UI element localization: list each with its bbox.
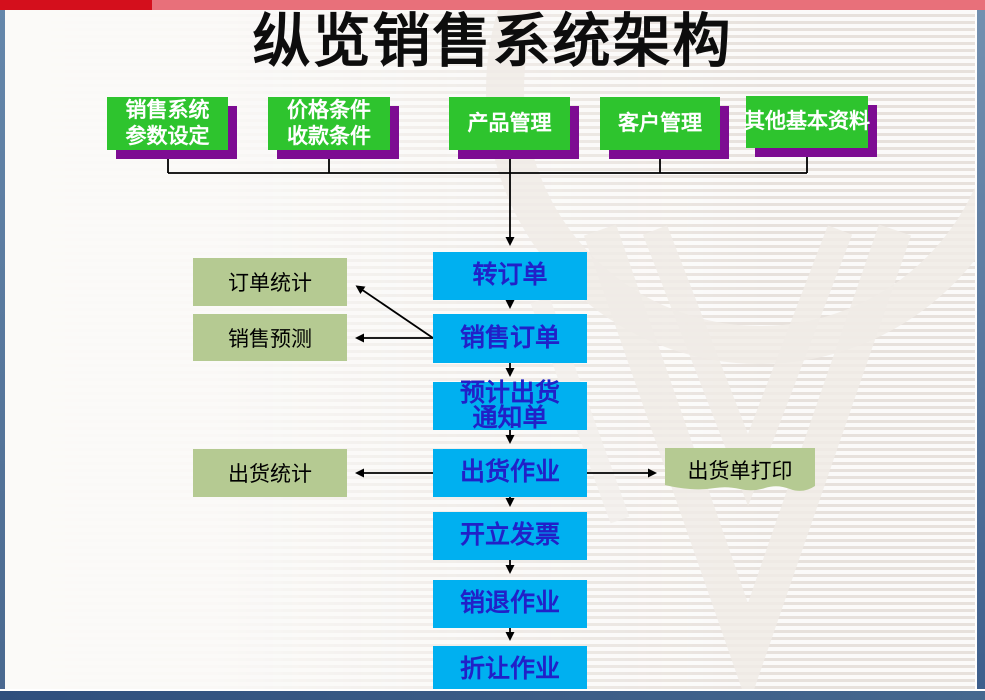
flow-node-transfer-order: 转订单 xyxy=(433,252,587,300)
side-node-shipment-statistics: 出货统计 xyxy=(193,449,347,497)
flow-node-expected-shipment-notice: 预计出货 通知单 xyxy=(433,380,587,431)
slide-border-right xyxy=(975,10,985,700)
side-node-sales-forecast: 销售预测 xyxy=(193,314,347,361)
doc-node-label: 出货单打印 xyxy=(687,460,793,483)
flow-node-invoice-issue: 开立发票 xyxy=(433,512,587,560)
top-node-sales-system-params: 销售系统 参数设定 xyxy=(107,97,228,150)
slide-title: 纵览销售系统架构 xyxy=(252,9,733,74)
top-node-other-basic-data: 其他基本资料 xyxy=(744,96,870,148)
side-node-order-statistics: 订单统计 xyxy=(193,258,347,306)
flow-node-shipment-operation: 出货作业 xyxy=(433,449,587,497)
slide-border-bottom xyxy=(0,689,985,700)
top-accent-bar-red xyxy=(0,0,152,10)
doc-node-shipment-print: 出货单打印 xyxy=(665,448,815,498)
flow-node-sales-return: 销退作业 xyxy=(433,580,587,628)
top-accent-bar-pink xyxy=(152,0,985,10)
flow-node-sales-order: 销售订单 xyxy=(433,314,587,363)
top-node-customer-management: 客户管理 xyxy=(600,97,720,150)
top-node-price-payment-terms: 价格条件 收款条件 xyxy=(268,97,390,150)
slide-border-left xyxy=(0,10,5,700)
top-node-product-management: 产品管理 xyxy=(449,97,570,150)
flow-node-discount-operation: 折让作业 xyxy=(433,646,587,693)
